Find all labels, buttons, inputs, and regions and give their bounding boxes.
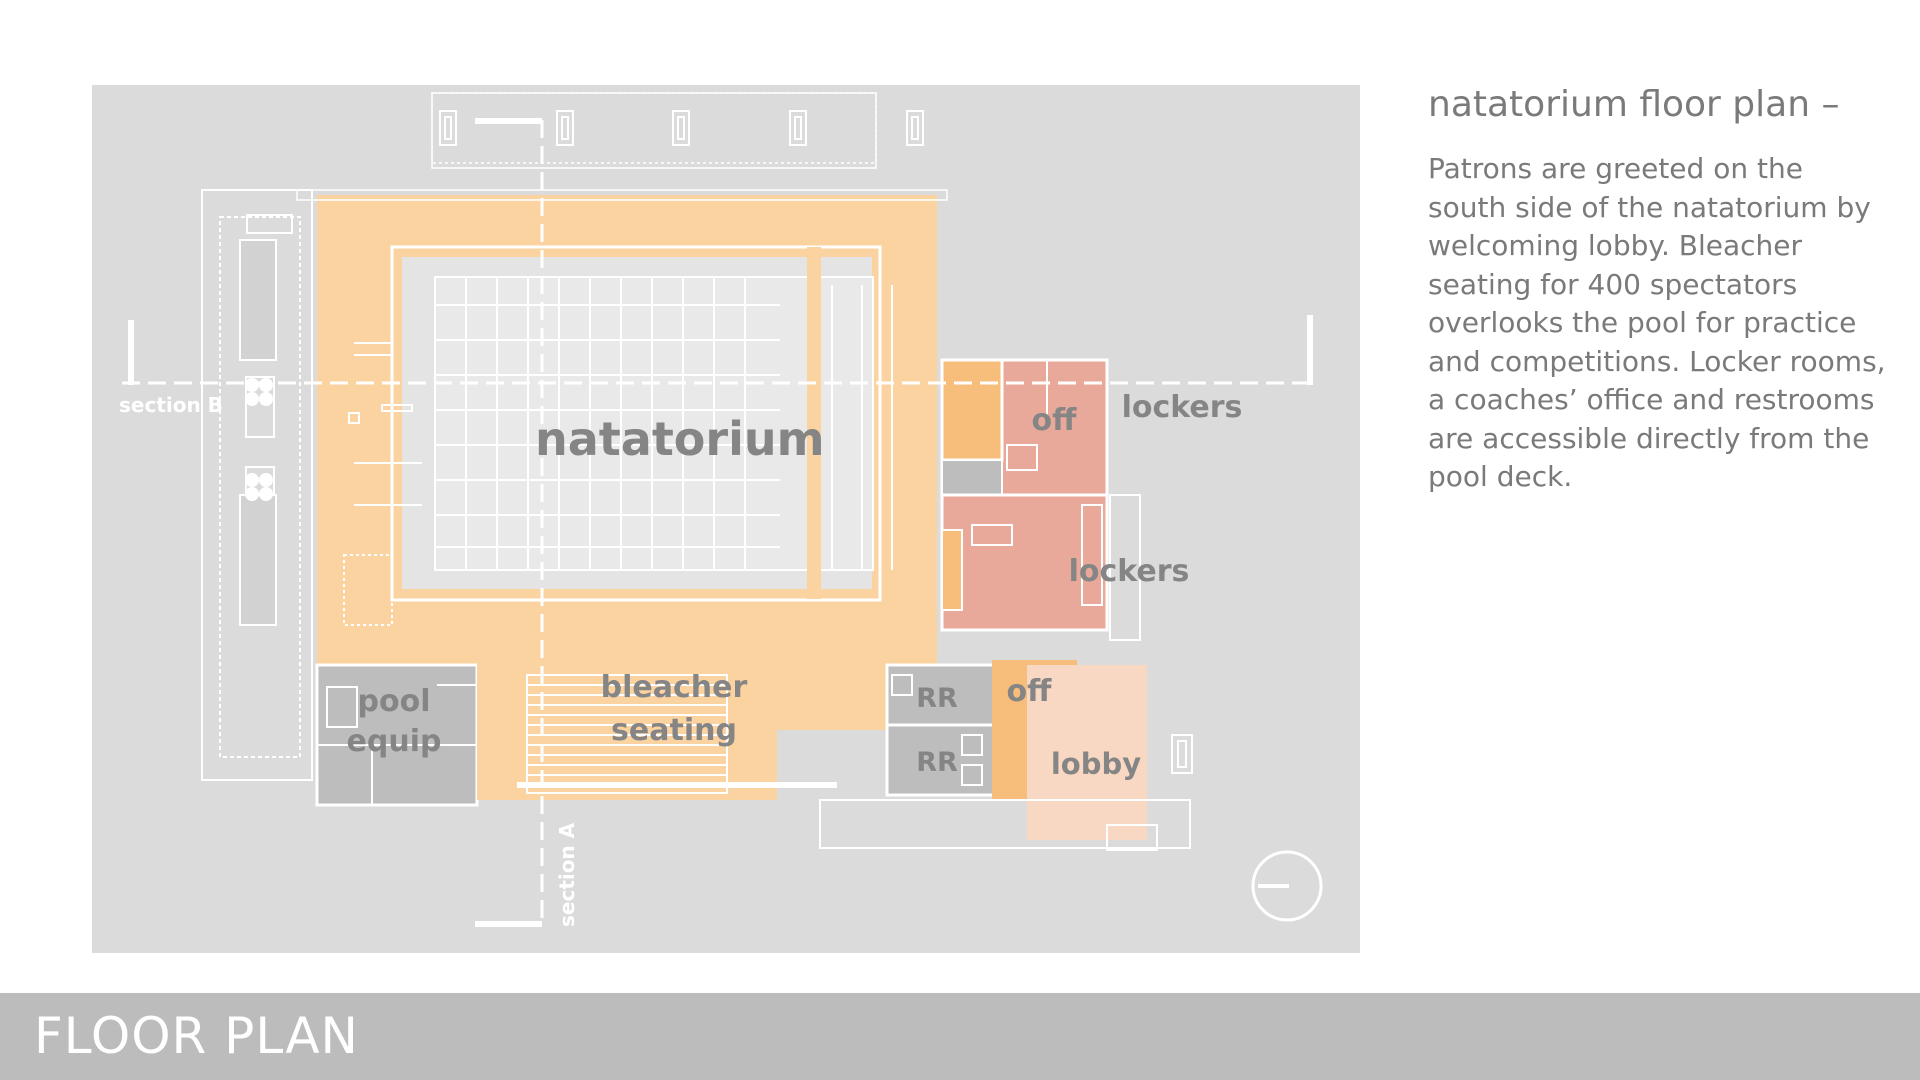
north-skylights (439, 110, 924, 146)
section-a-label: section A (555, 822, 579, 927)
bleacher-seating-area (477, 660, 837, 800)
restrooms (885, 663, 999, 797)
footer-bar: FLOOR PLAN (0, 993, 1920, 1080)
section-a-line (475, 118, 544, 927)
lobby (1027, 665, 1147, 840)
off-north-label: off (1032, 403, 1078, 438)
pool-bulkhead (807, 247, 821, 599)
description-panel: natatorium floor plan – Patrons are gree… (1428, 82, 1888, 497)
north-arrow-icon (1251, 850, 1323, 922)
north-outline (431, 92, 877, 169)
pool-label: pool (358, 684, 431, 719)
bleacher-label: bleacher (601, 670, 748, 705)
natatorium-label: natatorium (535, 412, 825, 466)
seating-label: seating (611, 713, 737, 748)
section-b-line (122, 315, 1313, 385)
lockers-north-label: lockers (1122, 390, 1243, 425)
pool-lane-grid (435, 277, 780, 570)
south-locker-block (940, 493, 1141, 641)
floor-plan-drawing: natatorium off lockers lockers pool equi… (119, 92, 1323, 927)
equip-label: equip (347, 724, 442, 759)
pool-equip-room (315, 663, 479, 807)
section-b-label: section B (119, 393, 223, 417)
pool-basin (390, 245, 882, 602)
rr-bottom-label: RR (916, 747, 958, 778)
description-body: Patrons are greeted on the south side of… (1428, 152, 1886, 493)
description-title: natatorium floor plan – (1428, 84, 1840, 125)
lobby-label: lobby (1051, 747, 1141, 781)
floor-plan-panel: natatorium off lockers lockers pool equi… (92, 85, 1360, 953)
off-south-label: off (1007, 674, 1053, 709)
starting-blocks (343, 342, 422, 626)
rr-top-label: RR (916, 683, 958, 714)
north-locker-block (940, 358, 1109, 497)
footer-title: FLOOR PLAN (34, 1007, 359, 1065)
west-service-strip (201, 189, 313, 781)
lockers-south-label: lockers (1069, 554, 1190, 589)
